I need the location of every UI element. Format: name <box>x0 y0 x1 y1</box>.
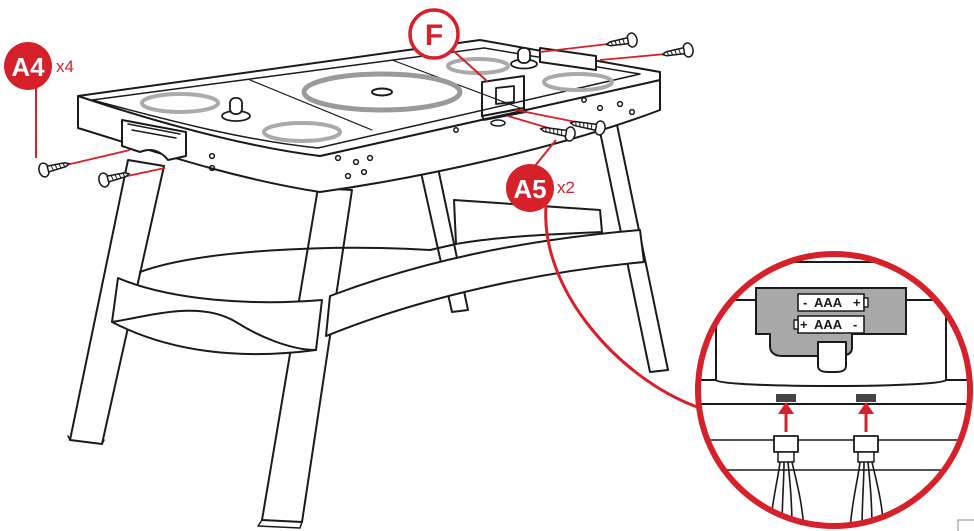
battery-2-text: AAA <box>814 317 843 332</box>
battery-icon: - AAA + <box>797 293 869 312</box>
center-circle <box>301 71 463 113</box>
brace-side-right <box>325 229 645 337</box>
battery-1-text: AAA <box>814 295 843 310</box>
screw-icon <box>569 120 606 136</box>
arrow-up-icon <box>778 402 794 432</box>
playing-surface <box>77 39 661 157</box>
striker-icon <box>221 97 251 122</box>
callout-a4: A4 x4 <box>4 42 74 90</box>
screws <box>38 32 694 188</box>
callout-a5-label: A5 <box>513 174 546 204</box>
goal-left <box>121 119 187 161</box>
callout-f-label: F <box>425 19 443 52</box>
table-top <box>77 39 661 193</box>
leg-front-right <box>261 187 353 523</box>
screw-icon <box>38 161 70 178</box>
goal-right <box>539 47 597 71</box>
screw-icon <box>661 42 694 58</box>
battery-2-minus: - <box>853 317 857 332</box>
callout-a5: A5 x2 <box>506 164 575 212</box>
battery-1-plus: + <box>853 295 861 310</box>
callout-f: F <box>408 8 460 60</box>
connector-icon <box>769 435 805 526</box>
brace-back <box>453 199 603 245</box>
striker-icon <box>510 47 538 70</box>
part-f-bracket <box>481 75 527 127</box>
arrow-up-icon <box>858 402 874 432</box>
socket-left <box>776 394 796 402</box>
zoom-detail: - AAA + + AAA - <box>695 251 973 529</box>
callout-a4-quantity: x4 <box>56 57 74 76</box>
screw-icon <box>98 171 130 188</box>
battery-2-plus: + <box>800 317 808 332</box>
callout-a5-quantity: x2 <box>557 178 575 197</box>
battery-icon: + AAA - <box>793 315 865 334</box>
screw-icon <box>605 32 638 48</box>
battery-1-minus: - <box>803 295 807 310</box>
socket-right <box>856 394 876 402</box>
screw-icon <box>539 126 576 142</box>
cross-braces <box>111 199 645 356</box>
connector-icon <box>849 435 885 526</box>
callout-a4-label: A4 <box>11 52 45 82</box>
